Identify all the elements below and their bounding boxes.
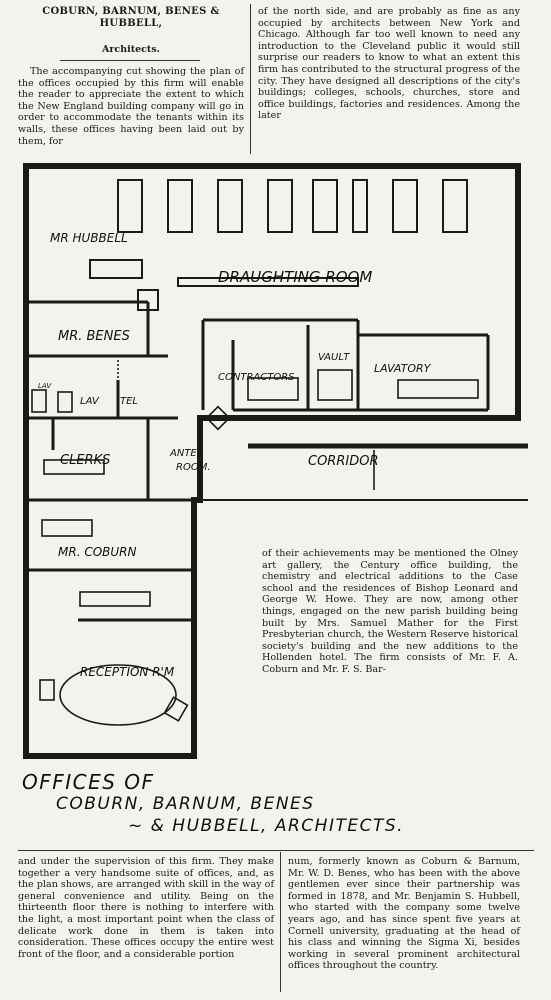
room-label-lavatory: LAVATORY [374,362,432,375]
floor-plan-drawing: MR HUBBELL DRAUGHTING ROOM MR. BENES VAU… [23,163,528,759]
bottom-left-paragraph: and under the supervision of this firm. … [18,856,275,960]
bottom-column-rule [280,852,281,992]
plan-caption: OFFICES OF COBURN, BARNUM, BENES ~ & HUB… [18,770,518,850]
column-rule [250,4,251,154]
floor-plan: MR HUBBELL DRAUGHTING ROOM MR. BENES VAU… [18,160,538,760]
room-label-clerks: CLERKS [60,453,110,468]
room-label-benes: MR. BENES [58,329,130,344]
room-label-ante-1: ANTE [169,448,197,459]
caption-line-2: COBURN, BARNUM, BENES [56,794,315,814]
room-label-ante-2: ROOM. [176,462,211,473]
room-label-coburn: MR. COBURN [58,545,136,559]
top-right-paragraph: of the north side, and are probably as f… [258,6,520,122]
bottom-divider [18,850,534,851]
caption-line-3: ~ & HUBBELL, ARCHITECTS. [128,816,405,836]
room-label-corridor: CORRIDOR [308,454,378,469]
article-subtitle: Architects. [102,44,160,55]
mid-right-paragraph: of their achievements may be mentioned t… [262,548,518,675]
bottom-right-paragraph: num, formerly known as Coburn & Barnum, … [288,856,520,972]
room-label-vault: VAULT [318,352,350,363]
article-title: COBURN, BARNUM, BENES & HUBBELL, [42,6,220,29]
room-label-hubbell: MR HUBBELL [50,231,128,245]
room-label-contractors: CONTRACTORS [218,372,295,383]
caption-line-1: OFFICES OF [22,770,155,794]
room-label-lav-small: LAV [38,382,52,390]
divider [60,60,200,61]
intro-paragraph: The accompanying cut showing the plan of… [18,66,244,147]
room-label-lav: LAV [80,396,100,407]
room-label-reception: RECEPTION R'M [80,665,175,679]
room-label-draughting: DRAUGHTING ROOM [218,268,372,286]
room-label-tel: TEL [120,396,138,407]
